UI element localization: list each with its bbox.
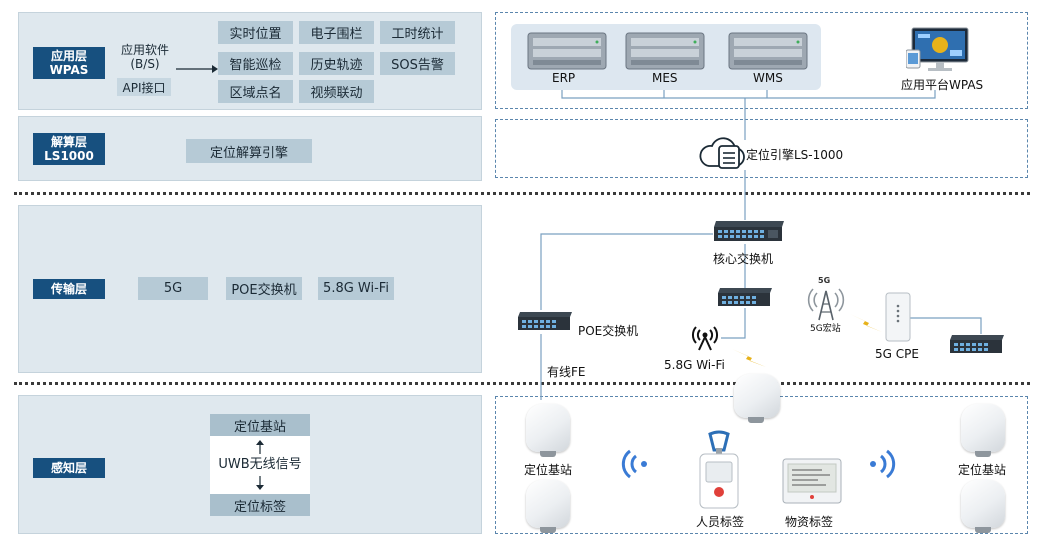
sense-base-chip: 定位基站 bbox=[210, 414, 310, 436]
server-erp-label: ERP bbox=[552, 71, 576, 85]
app-layer-tag: 应用层 WPAS bbox=[33, 47, 105, 79]
signal-left-icon bbox=[621, 449, 647, 479]
lightning-5g-icon bbox=[850, 314, 882, 332]
solve-layer-tag-line1: 解算层 bbox=[50, 135, 87, 149]
transport-layer-tag: 传输层 bbox=[33, 279, 105, 299]
sense-tag-chip: 定位标签 bbox=[210, 494, 310, 516]
person-tag-icon bbox=[699, 430, 739, 509]
poe-switch-icon bbox=[518, 312, 572, 330]
base-station-right-bottom bbox=[961, 480, 1005, 533]
solve-layer-tag: 解算层 LS1000 bbox=[33, 133, 105, 165]
func-chip-rollcall: 区域点名 bbox=[218, 80, 293, 103]
app-layer-tag-line2: WPAS bbox=[49, 63, 89, 77]
server-wms-icon bbox=[728, 32, 808, 70]
func-chip-worktime: 工时统计 bbox=[380, 21, 455, 44]
func-chip-realtime: 实时位置 bbox=[218, 21, 293, 44]
engine-zone-box bbox=[495, 119, 1028, 178]
engine-label: 定位引擎LS-1000 bbox=[746, 148, 844, 162]
func-chip-video: 视频联动 bbox=[299, 80, 374, 103]
server-mes-icon bbox=[625, 32, 705, 70]
server-wms-label: WMS bbox=[753, 71, 783, 85]
engine-chip: 定位解算引擎 bbox=[186, 139, 312, 163]
core-switch-label: 核心交换机 bbox=[713, 252, 774, 266]
asset-tag-label: 物资标签 bbox=[785, 515, 834, 529]
5g-tower-icon bbox=[807, 288, 845, 321]
func-chip-sos: SOS告警 bbox=[380, 52, 455, 75]
wired-fe-label: 有线FE bbox=[547, 365, 586, 379]
arrow-down-icon bbox=[256, 476, 264, 490]
platform-label: 应用平台WPAS bbox=[901, 78, 984, 92]
5g-cpe-icon bbox=[885, 292, 911, 342]
access-switch-icon bbox=[718, 288, 772, 306]
server-erp-icon bbox=[527, 32, 607, 70]
5g-tower-label: 5G宏站 bbox=[810, 324, 841, 334]
base-station-left-label: 定位基站 bbox=[524, 463, 573, 477]
separator-bottom bbox=[14, 382, 1030, 385]
app-layer-tag-line1: 应用层 bbox=[50, 49, 87, 63]
arrow-right-icon bbox=[176, 65, 218, 73]
base-station-right-label: 定位基站 bbox=[958, 463, 1007, 477]
solve-layer-tag-line2: LS1000 bbox=[44, 149, 94, 163]
sense-layer-tag: 感知层 bbox=[33, 458, 105, 478]
base-station-right-top bbox=[961, 404, 1005, 457]
transport-chip-poe: POE交换机 bbox=[226, 277, 302, 300]
lightning-wifi-icon bbox=[732, 349, 766, 367]
base-station-left-bottom bbox=[526, 480, 570, 533]
cpe-switch-icon bbox=[950, 335, 1004, 353]
app-zone-box bbox=[495, 12, 1028, 109]
core-switch-icon bbox=[714, 221, 784, 241]
server-mes-label: MES bbox=[652, 71, 678, 85]
5g-tower-badge: 5G bbox=[818, 276, 831, 285]
separator-top bbox=[14, 192, 1030, 195]
wifi-antenna-icon bbox=[692, 326, 718, 351]
network-links bbox=[540, 90, 982, 400]
poe-switch-label: POE交换机 bbox=[578, 324, 639, 338]
5g-cpe-label: 5G CPE bbox=[875, 347, 919, 361]
asset-tag-icon bbox=[782, 458, 842, 504]
func-chip-fence: 电子围栏 bbox=[299, 21, 374, 44]
arrow-up-icon bbox=[256, 440, 264, 454]
signal-right-icon bbox=[870, 449, 896, 479]
cloud-server-icon bbox=[699, 137, 745, 169]
app-software-line1: 应用软件 bbox=[120, 43, 169, 57]
api-chip: API接口 bbox=[117, 78, 171, 96]
app-software-line2: (B/S) bbox=[130, 57, 160, 71]
transport-chip-wifi: 5.8G Wi-Fi bbox=[318, 277, 394, 300]
base-station-left-top bbox=[526, 404, 570, 457]
person-tag-label: 人员标签 bbox=[696, 515, 745, 529]
wifi-ap-device bbox=[734, 374, 780, 423]
sense-signal-label: UWB无线信号 bbox=[218, 457, 302, 472]
monitor-icon bbox=[906, 27, 969, 71]
func-chip-patrol: 智能巡检 bbox=[218, 52, 293, 75]
wifi-label: 5.8G Wi-Fi bbox=[664, 358, 725, 372]
transport-chip-5g: 5G bbox=[138, 277, 208, 300]
func-chip-history: 历史轨迹 bbox=[299, 52, 374, 75]
app-software-label: 应用软件 (B/S) bbox=[114, 43, 176, 71]
